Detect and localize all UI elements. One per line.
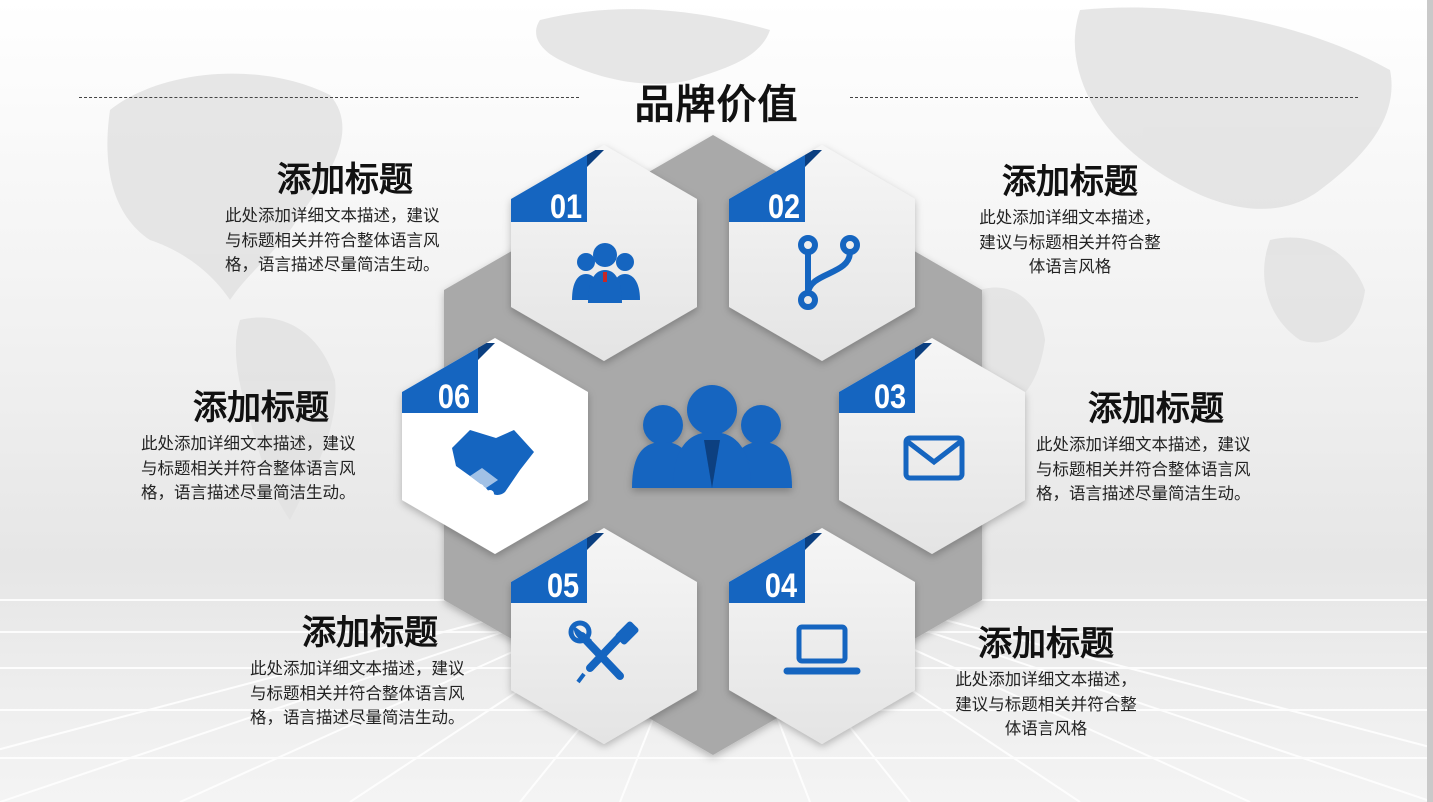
number-label-06: 06 (438, 377, 470, 416)
item-text-03: 添加标题 此处添加详细文本描述，建议 与标题相关并符合整体语言风 格，语言描述尽… (1036, 389, 1276, 507)
item-heading: 添加标题 (277, 160, 413, 200)
description-line: 与标题相关并符合整体语言风 (141, 458, 356, 478)
description-line: 与标题相关并符合整体语言风 (1036, 459, 1251, 479)
description-line: 此处添加详细文本描述，建议 (1036, 435, 1251, 454)
item-description: 此处添加详细文本描述，建议 与标题相关并符合整体语言风 格，语言描述尽量简洁生动… (225, 204, 465, 278)
number-label-05: 05 (547, 566, 579, 605)
description-line: 此处添加详细文本描述，建议 (141, 434, 356, 453)
number-label-04: 04 (765, 566, 798, 605)
description-line: 此处添加详细文本描述， (955, 670, 1137, 689)
description-line: 建议与标题相关并符合整 (979, 232, 1161, 252)
title-divider-left (79, 97, 579, 98)
description-line: 格，语言描述尽量简洁生动。 (141, 483, 356, 502)
item-description: 此处添加详细文本描述， 建议与标题相关并符合整 体语言风格 (936, 668, 1156, 742)
description-line: 格，语言描述尽量简洁生动。 (250, 708, 465, 727)
number-label-01: 01 (550, 187, 582, 226)
item-description: 此处添加详细文本描述，建议 与标题相关并符合整体语言风 格，语言描述尽量简洁生动… (1036, 433, 1276, 507)
page-title: 品牌价值 (634, 82, 799, 128)
description-line: 与标题相关并符合整体语言风 (225, 230, 440, 250)
branch-icon (798, 235, 860, 310)
item-text-05: 添加标题 此处添加详细文本描述，建议 与标题相关并符合整体语言风 格，语言描述尽… (250, 613, 490, 731)
item-heading: 添加标题 (1002, 162, 1138, 202)
item-text-02: 添加标题 此处添加详细文本描述， 建议与标题相关并符合整 体语言风格 (960, 162, 1180, 280)
handshake-icon (452, 430, 534, 498)
item-heading: 添加标题 (193, 388, 329, 428)
description-line: 体语言风格 (1028, 257, 1112, 276)
tools-icon (568, 620, 639, 684)
description-line: 此处添加详细文本描述，建议 (225, 206, 440, 225)
people-icon (632, 385, 792, 488)
laptop-icon (783, 624, 861, 675)
description-line: 格，语言描述尽量简洁生动。 (225, 255, 440, 274)
team-icon (572, 243, 640, 303)
item-description: 此处添加详细文本描述，建议 与标题相关并符合整体语言风 格，语言描述尽量简洁生动… (250, 657, 490, 731)
description-line: 建议与标题相关并符合整 (955, 694, 1137, 714)
description-line: 体语言风格 (1004, 719, 1088, 738)
description-line: 与标题相关并符合整体语言风 (250, 683, 465, 703)
item-heading: 添加标题 (1088, 389, 1224, 429)
item-text-04: 添加标题 此处添加详细文本描述， 建议与标题相关并符合整 体语言风格 (936, 624, 1156, 742)
description-line: 格，语言描述尽量简洁生动。 (1036, 484, 1251, 503)
mail-icon (903, 435, 965, 481)
item-heading: 添加标题 (978, 624, 1114, 664)
item-heading: 添加标题 (302, 613, 438, 653)
item-text-06: 添加标题 此处添加详细文本描述，建议 与标题相关并符合整体语言风 格，语言描述尽… (141, 388, 381, 506)
slide-edge (1427, 0, 1433, 802)
item-text-01: 添加标题 此处添加详细文本描述，建议 与标题相关并符合整体语言风 格，语言描述尽… (225, 160, 465, 278)
description-line: 此处添加详细文本描述， (979, 208, 1161, 227)
description-line: 此处添加详细文本描述，建议 (250, 659, 465, 678)
item-description: 此处添加详细文本描述， 建议与标题相关并符合整 体语言风格 (960, 206, 1180, 280)
number-label-02: 02 (768, 187, 800, 226)
number-label-03: 03 (874, 377, 906, 416)
title-divider-right (850, 97, 1358, 98)
item-description: 此处添加详细文本描述，建议 与标题相关并符合整体语言风 格，语言描述尽量简洁生动… (141, 432, 381, 506)
